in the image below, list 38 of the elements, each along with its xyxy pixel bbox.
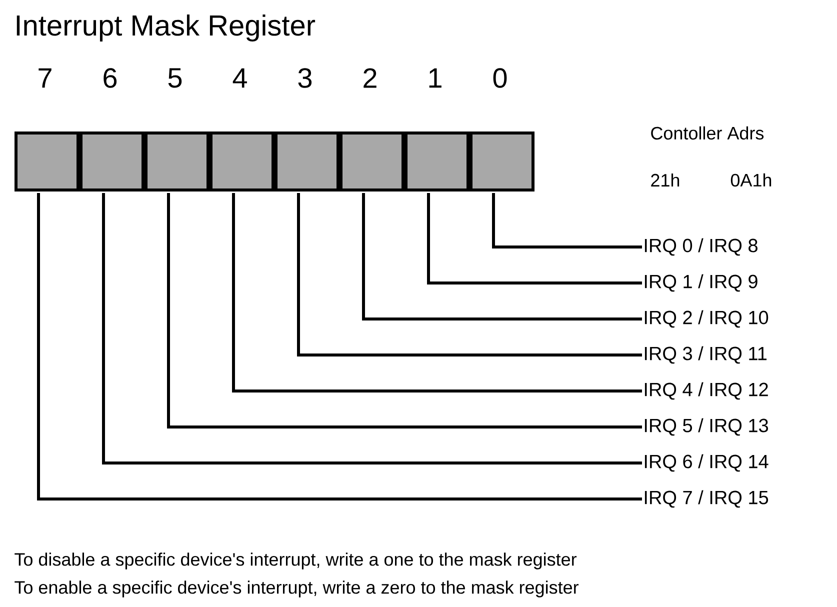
address-text: 0A1h	[730, 173, 772, 187]
connector-line	[492, 192, 642, 248]
header-text: Contoller Adrs	[651, 126, 764, 140]
bit-box	[80, 132, 144, 192]
bit-number: 5	[168, 68, 182, 88]
address-text: 21h	[651, 173, 680, 186]
irq-label: IRQ 1 / IRQ 9	[644, 274, 758, 292]
bit-number: 7	[38, 68, 52, 88]
bit-number: 6	[104, 68, 117, 88]
note-text: To enable a specific device's interrupt, write a zero to the mask register	[14, 580, 579, 598]
bit-number: 2	[364, 68, 376, 88]
connector-line	[362, 192, 642, 320]
connector-line	[37, 192, 642, 500]
irq-label: IRQ 0 / IRQ 8	[644, 238, 758, 256]
bit-box	[210, 132, 274, 192]
connector-line	[297, 192, 642, 356]
bit-number: 3	[298, 68, 312, 88]
title: Interrupt Mask Register	[16, 14, 316, 42]
bit-box	[470, 132, 534, 192]
irq-label: IRQ 7 / IRQ 15	[644, 490, 768, 508]
connector-line	[102, 192, 642, 464]
bit-box	[274, 132, 340, 192]
bit-box	[144, 132, 210, 192]
irq-label: IRQ 4 / IRQ 12	[644, 382, 768, 400]
irq-label: IRQ 2 / IRQ 10	[644, 310, 768, 328]
bit-number: 0	[493, 68, 507, 88]
bit-number: 4	[232, 68, 247, 88]
irq-label: IRQ 3 / IRQ 11	[644, 346, 767, 364]
bit-box	[340, 132, 404, 192]
connector-line	[167, 192, 642, 428]
note-text: To disable a specific device's interrupt, write a one to the mask register	[14, 552, 577, 570]
bit-box	[14, 132, 80, 192]
bit-box	[404, 132, 470, 192]
connector-line	[427, 192, 642, 284]
connector-line	[232, 192, 642, 392]
irq-label: IRQ 5 / IRQ 13	[644, 418, 768, 436]
bit-number: 1	[429, 68, 442, 88]
irq-label: IRQ 6 / IRQ 14	[644, 454, 768, 472]
